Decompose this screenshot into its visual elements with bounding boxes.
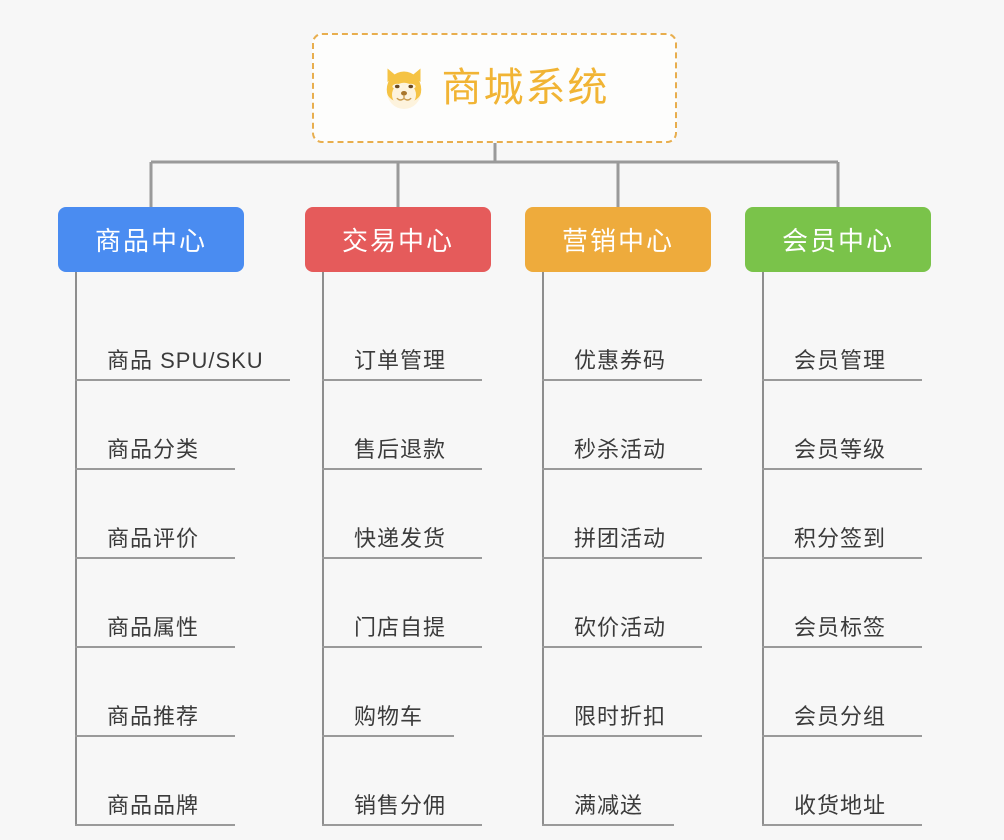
leaf-item[interactable]: 满减送 [542,737,711,826]
category-header-marketing-center[interactable]: 营销中心 [525,207,711,272]
leaf-item[interactable]: 商品属性 [75,559,244,648]
category-header-member-center[interactable]: 会员中心 [745,207,931,272]
category-label: 营销中心 [561,226,674,256]
category-column-product-center: 商品中心商品 SPU/SKU 商品分类商品评价商品属性商品推荐商品品牌 [58,207,290,826]
category-label: 会员中心 [781,226,894,256]
leaf-item-label: 商品评价 [107,526,200,551]
category-header-trade-center[interactable]: 交易中心 [305,207,491,272]
leaf-item[interactable]: 订单管理 [322,292,491,381]
leaf-item-underline [542,824,674,826]
leaf-item[interactable]: 会员标签 [762,559,931,648]
category-column-marketing-center: 营销中心优惠券码秒杀活动拼团活动砍价活动限时折扣满减送 [525,207,711,826]
leaf-item-label: 砍价活动 [574,615,667,640]
leaf-item-underline [762,468,922,470]
leaf-item[interactable]: 销售分佣 [322,737,491,826]
leaf-item-label: 商品品牌 [107,793,200,818]
leaf-item-underline [322,379,482,381]
leaf-item-underline [322,824,482,826]
category-items-product-center: 商品 SPU/SKU 商品分类商品评价商品属性商品推荐商品品牌 [75,272,290,826]
leaf-item-label: 秒杀活动 [574,437,667,462]
leaf-item[interactable]: 优惠券码 [542,292,711,381]
root-title: 商城系统 [441,66,610,110]
leaf-item[interactable]: 商品分类 [75,381,244,470]
leaf-item-underline [542,646,702,648]
category-items-marketing-center: 优惠券码秒杀活动拼团活动砍价活动限时折扣满减送 [542,272,711,826]
leaf-item-label: 优惠券码 [574,348,667,373]
shiba-dog-icon [386,68,421,109]
leaf-item-label: 商品分类 [107,437,200,462]
leaf-item-label: 门店自提 [354,615,447,640]
category-items-trade-center: 订单管理售后退款快递发货门店自提购物车销售分佣 [322,272,491,826]
leaf-item-underline [322,646,482,648]
leaf-item-label: 会员等级 [794,437,887,462]
leaf-item-underline [542,379,702,381]
column-spine [75,272,77,826]
leaf-item[interactable]: 商品评价 [75,470,244,559]
leaf-item-underline [322,735,454,737]
category-items-member-center: 会员管理会员等级积分签到会员标签会员分组收货地址 [762,272,931,826]
leaf-item-underline [542,557,702,559]
leaf-item-label: 购物车 [354,704,424,729]
leaf-item-underline [75,824,235,826]
leaf-item[interactable]: 收货地址 [762,737,931,826]
column-spine [762,272,764,826]
leaf-item-underline [542,735,702,737]
root-node[interactable]: 商城系统 [312,33,677,143]
leaf-item[interactable]: 砍价活动 [542,559,711,648]
leaf-item[interactable]: 商品 SPU/SKU [75,292,290,381]
leaf-item-label: 销售分佣 [354,793,447,818]
category-header-product-center[interactable]: 商品中心 [58,207,244,272]
category-label: 商品中心 [94,226,207,256]
leaf-item[interactable]: 会员等级 [762,381,931,470]
leaf-item-underline [762,646,922,648]
leaf-item-label: 会员管理 [794,348,887,373]
leaf-item-underline [75,646,235,648]
leaf-item[interactable]: 商品品牌 [75,737,244,826]
leaf-item-label: 订单管理 [354,348,447,373]
leaf-item-underline [762,379,922,381]
leaf-item[interactable]: 拼团活动 [542,470,711,559]
leaf-item[interactable]: 秒杀活动 [542,381,711,470]
leaf-item[interactable]: 售后退款 [322,381,491,470]
leaf-item-underline [322,468,482,470]
category-column-trade-center: 交易中心订单管理售后退款快递发货门店自提购物车销售分佣 [305,207,491,826]
leaf-item-label: 拼团活动 [574,526,667,551]
leaf-item-label: 快递发货 [354,526,447,551]
column-spine [322,272,324,826]
leaf-item[interactable]: 限时折扣 [542,648,711,737]
leaf-item[interactable]: 门店自提 [322,559,491,648]
leaf-item-underline [75,379,290,381]
leaf-item-label: 收货地址 [794,793,887,818]
leaf-item-label: 商品推荐 [107,704,200,729]
leaf-item-label: 积分签到 [794,526,887,551]
leaf-item-label: 商品属性 [107,615,200,640]
leaf-item[interactable]: 会员分组 [762,648,931,737]
leaf-item-underline [542,468,702,470]
leaf-item-label: 售后退款 [354,437,447,462]
leaf-item[interactable]: 积分签到 [762,470,931,559]
leaf-item[interactable]: 快递发货 [322,470,491,559]
leaf-item[interactable]: 商品推荐 [75,648,244,737]
leaf-item-label: 满减送 [574,793,644,818]
leaf-item-underline [762,735,922,737]
leaf-item-underline [322,557,482,559]
leaf-item-label: 商品 SPU/SKU [107,348,264,373]
category-label: 交易中心 [341,226,454,256]
leaf-item-underline [75,557,235,559]
leaf-item-underline [762,824,922,826]
leaf-item-underline [762,557,922,559]
category-column-member-center: 会员中心会员管理会员等级积分签到会员标签会员分组收货地址 [745,207,931,826]
leaf-item-underline [75,735,235,737]
column-spine [542,272,544,826]
leaf-item[interactable]: 会员管理 [762,292,931,381]
leaf-item-underline [75,468,235,470]
leaf-item[interactable]: 购物车 [322,648,491,737]
leaf-item-label: 限时折扣 [574,704,667,729]
leaf-item-label: 会员标签 [794,615,887,640]
leaf-item-label: 会员分组 [794,704,887,729]
